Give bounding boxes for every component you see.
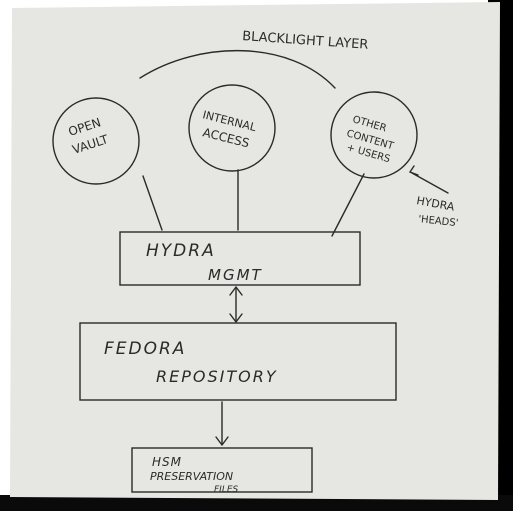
head-circle-other-content	[330, 91, 418, 179]
stem-other-content	[331, 173, 365, 237]
double-arrow-head-up	[229, 285, 243, 296]
box-label-line1: FEDORA	[104, 339, 186, 359]
box-label-line1: HYDRA	[146, 241, 216, 261]
box-label-line2: REPOSITORY	[156, 367, 278, 386]
annotation-line2: 'HEADS'	[418, 214, 459, 229]
stem-open-vault	[142, 175, 163, 231]
box-hydra-mgmt	[119, 231, 361, 286]
down-arrow-head	[215, 436, 229, 447]
layer-bracket-arc	[139, 50, 336, 89]
paper-sheet	[10, 2, 500, 500]
box-label-line2: PRESERVATION	[150, 470, 233, 483]
box-hsm-preservation	[131, 447, 313, 493]
box-label-line2: MGMT	[208, 266, 263, 284]
head-circle-internal-access	[188, 84, 276, 172]
box-label-line1: HSM	[152, 455, 182, 469]
box-label-line3: FILES	[214, 485, 239, 495]
annotation-arrow-head	[408, 165, 419, 176]
double-arrow-head-down	[229, 313, 243, 324]
ink-strokes	[52, 50, 449, 493]
box-fedora-repository	[79, 322, 397, 401]
annotation-arrow-line	[411, 172, 449, 194]
head-circle-open-vault	[52, 97, 140, 185]
